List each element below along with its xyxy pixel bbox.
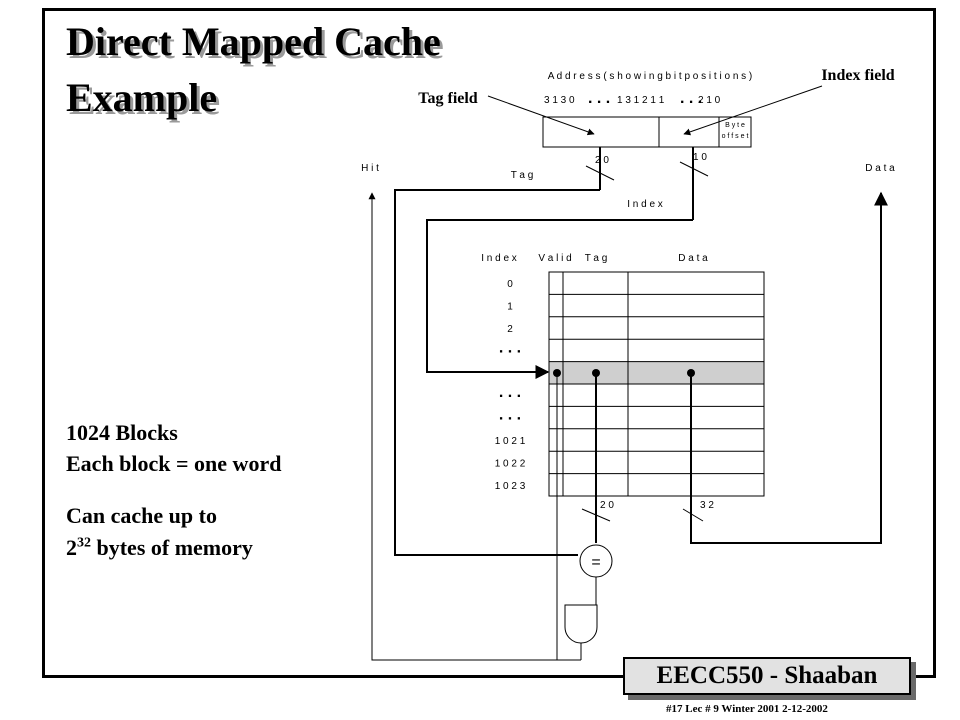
header-data: D a t a (678, 253, 708, 264)
hit-label: H i t (361, 163, 379, 174)
tag-width-label: 2 0 (595, 155, 609, 166)
tag-wire-label: T a g (511, 170, 534, 181)
address-label: A d d r e s s ( s h o w i n g b i t p o … (548, 71, 753, 82)
note-capacity: 232 bytes of memory (66, 535, 253, 561)
index-bus-tick (679, 161, 709, 177)
index-field-label: Index field (821, 67, 894, 84)
cache-row-index: 1 0 2 1 (495, 436, 526, 447)
course-badge: EECC550 - Shaaban (623, 657, 911, 695)
slide-meta: #17 Lec # 9 Winter 2001 2-12-2002 (666, 703, 828, 715)
data-out-wire (690, 191, 888, 544)
tag-tap (592, 369, 600, 377)
valid-bit-tap (553, 369, 561, 377)
note-blocks: 1024 Blocks (66, 420, 178, 445)
cache-row-ellipsis: . . . (499, 384, 521, 401)
cache-row-index: 1 0 2 3 (495, 481, 526, 492)
address-bits-left: 3 1 3 0 (544, 95, 575, 106)
index-wire-label: I n d e x (627, 199, 663, 210)
cache-row-index: 1 0 2 2 (495, 458, 526, 469)
slide-title-line1: Direct Mapped Cache (66, 19, 441, 64)
note-block-size: Each block = one word (66, 451, 282, 476)
slide-title-line2: Example (66, 75, 218, 120)
header-index: I n d e x (481, 253, 517, 264)
data-out-width-label: 3 2 (700, 500, 714, 511)
hit-wire (368, 192, 581, 661)
tag-out-width-label: 2 0 (600, 500, 614, 511)
byte-offset-label-1: B y t e (725, 122, 745, 129)
header-tag: T a g (585, 253, 608, 264)
capacity-exponent: 32 (77, 535, 91, 551)
address-bits-middle: 1 3 1 2 1 1 (617, 95, 665, 106)
address-register (542, 116, 752, 148)
index-wire (426, 219, 693, 379)
tag-field-label: Tag field (418, 90, 478, 107)
cache-row-index: 2 (507, 324, 513, 335)
cache-row-index: 1 (507, 302, 513, 313)
note-capacity-prefix: Can cache up to (66, 503, 217, 528)
slide-frame (42, 8, 936, 678)
address-ellipsis-1: . . . (588, 90, 610, 107)
cache-row-ellipsis: . . . (499, 407, 521, 424)
cache-row-index: 0 (507, 279, 513, 290)
data-out-bus-tick (682, 508, 704, 522)
index-width-label: 1 0 (693, 152, 707, 163)
index-field-arrow (683, 85, 823, 136)
tag-wire (394, 189, 600, 556)
cache-row-lines (549, 293, 764, 475)
address-ellipsis-2: . . . (680, 90, 702, 107)
cache-row-labels: 0 1 2 . . . . . . . . . 1 0 2 1 1 0 2 2 1 0 2 3 (495, 279, 526, 492)
and-gate (564, 604, 598, 644)
cache-row-ellipsis: . . . (499, 339, 521, 356)
address-bits-right: 2 1 0 (698, 95, 721, 106)
tag-field-arrow (487, 95, 595, 136)
capacity-base: 2 (66, 535, 77, 560)
tag-bus-tick (585, 165, 615, 181)
header-valid: V a l i d (538, 253, 571, 264)
byte-offset-label-2: o f f s e t (722, 133, 749, 140)
selected-cache-row (549, 362, 764, 384)
capacity-suffix: bytes of memory (91, 535, 253, 560)
tag-out-bus-tick (581, 508, 611, 522)
comparator-symbol: = (591, 554, 600, 571)
data-output-label: D a t a (865, 163, 895, 174)
